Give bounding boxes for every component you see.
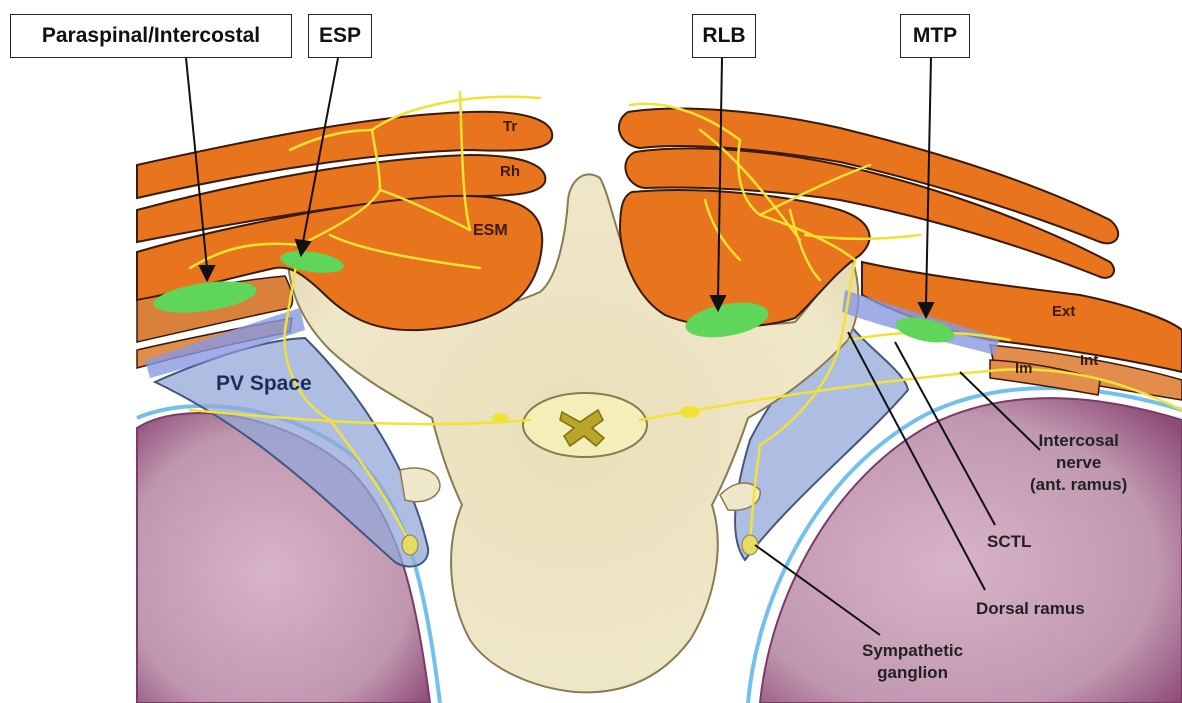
label-intercostal-nerve-line3: (ant. ramus) <box>1030 474 1127 496</box>
label-rlb: RLB <box>692 14 756 58</box>
dorsal-root-ganglion-left <box>492 413 508 423</box>
label-sympathetic-line1: Sympathetic <box>862 640 963 662</box>
label-pv-space: PV Space <box>216 372 312 396</box>
dorsal-root-ganglion-right <box>680 406 700 418</box>
sympathetic-ganglion-left <box>402 535 418 555</box>
label-intercostal-nerve-line1: Intercosal <box>1030 430 1127 452</box>
label-tr: Tr <box>503 118 517 135</box>
label-ext: Ext <box>1052 303 1075 320</box>
label-esp: ESP <box>308 14 372 58</box>
label-im: Im <box>1015 360 1033 377</box>
label-sctl: SCTL <box>987 531 1031 553</box>
label-esm: ESM <box>473 222 508 240</box>
label-intercostal-nerve: Intercosal nerve (ant. ramus) <box>1030 430 1127 496</box>
label-rh: Rh <box>500 163 520 180</box>
label-mtp: MTP <box>900 14 970 58</box>
label-sympathetic-line2: ganglion <box>862 662 963 684</box>
label-paraspinal-intercostal: Paraspinal/Intercostal <box>10 14 292 58</box>
label-int: Int <box>1080 352 1098 369</box>
label-sympathetic-ganglion: Sympathetic ganglion <box>862 640 963 684</box>
transverse-process-left <box>400 468 440 501</box>
label-intercostal-nerve-line2: nerve <box>1030 452 1127 474</box>
label-dorsal-ramus: Dorsal ramus <box>976 598 1085 620</box>
